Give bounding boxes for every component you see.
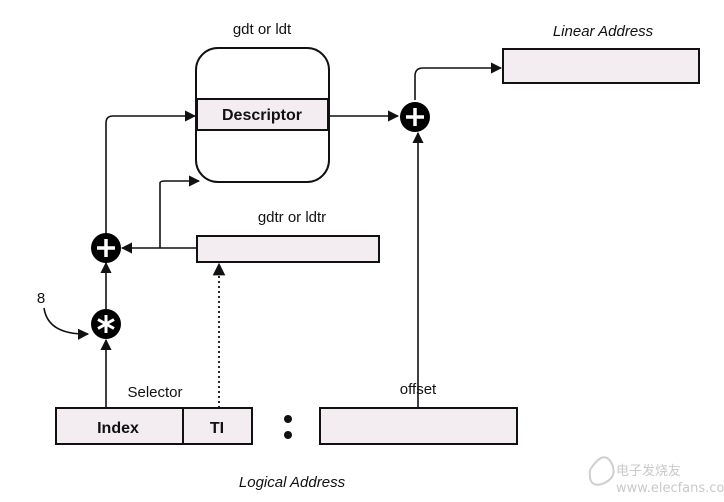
index-field: Index xyxy=(97,420,139,437)
colon-dot-bottom xyxy=(284,431,292,439)
watermark: 电子发烧友 www.elecfans.com xyxy=(588,456,724,496)
plus-operator-icon xyxy=(91,233,121,263)
selector-label: Selector xyxy=(127,384,182,401)
logical-address-label: Logical Address xyxy=(239,474,346,491)
gdt-ldt-label: gdt or ldt xyxy=(233,21,292,38)
watermark-logo-icon xyxy=(588,456,615,486)
multiply-operator-icon xyxy=(91,309,121,339)
selector-box xyxy=(55,407,253,445)
gdtr-ldtr-register xyxy=(196,235,380,263)
arrow-plus-to-descriptor xyxy=(105,110,197,233)
arrow-plus-to-linear xyxy=(414,62,503,100)
ti-field: TI xyxy=(210,420,224,437)
linear-address-label: Linear Address xyxy=(553,23,654,40)
constant-eight-label: 8 xyxy=(37,290,45,307)
arrow-eight-to-multiply xyxy=(43,307,90,340)
colon-dot-top xyxy=(284,415,292,423)
linear-plus-operator-icon xyxy=(400,102,430,132)
connector-arrows xyxy=(43,62,503,408)
offset-box xyxy=(319,407,518,445)
gdtr-ldtr-label: gdtr or ldtr xyxy=(258,209,326,226)
arrow-gdtr-to-table xyxy=(159,175,201,248)
linear-address-box xyxy=(502,48,700,84)
gdt-ldt-table xyxy=(195,47,330,183)
watermark-line1: 电子发烧友 xyxy=(616,463,681,479)
descriptor-label: Descriptor xyxy=(222,107,302,124)
watermark-line2: www.elecfans.com xyxy=(616,481,724,496)
